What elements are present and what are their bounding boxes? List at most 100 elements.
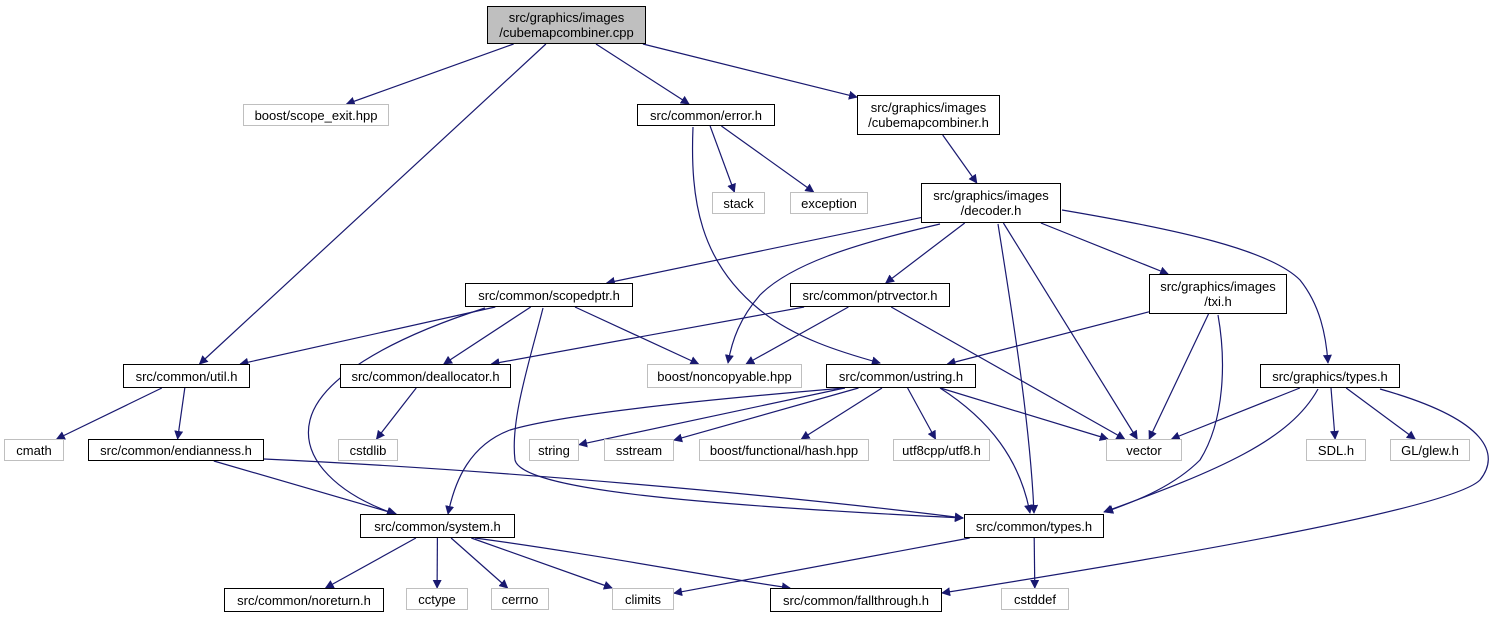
node-cubemap-h[interactable]: src/graphics/images/cubemapcombiner.h [857,95,1000,135]
edge-txi-h-to-ctypes-h [1104,314,1223,514]
edge-ustring-h-to-ctypes-h [939,387,1033,514]
node-label-line: utf8cpp/utf8.h [902,442,981,458]
edge-root-to-scope-exit [345,43,514,106]
node-gtypes-h[interactable]: src/graphics/types.h [1260,364,1400,388]
node-label-line: cstddef [1014,591,1056,607]
node-util-h[interactable]: src/common/util.h [123,364,250,388]
node-endianness-h[interactable]: src/common/endianness.h [88,439,264,461]
node-label-line: boost/scope_exit.hpp [254,107,378,123]
node-system-h[interactable]: src/common/system.h [360,514,515,538]
edge-ustring-h-to-utf8 [907,387,937,440]
node-label-line: climits [624,591,662,607]
node-scope-exit: boost/scope_exit.hpp [243,104,389,126]
edge-txi-h-to-vector [1148,313,1210,440]
node-exception: exception [790,192,868,214]
node-label-line: src/common/ptrvector.h [802,287,938,303]
edge-gtypes-h-to-fallthrough-h [941,388,1489,597]
node-utf8: utf8cpp/utf8.h [893,439,990,461]
edge-ustring-h-to-system-h [445,387,846,515]
edge-system-h-to-noreturn-h [324,537,417,589]
node-label-line: src/common/fallthrough.h [783,592,929,608]
node-hash: boost/functional/hash.hpp [699,439,869,461]
node-fallthrough-h[interactable]: src/common/fallthrough.h [770,588,942,612]
node-label-line: src/common/ustring.h [838,368,964,384]
edge-scopedptr-h-to-system-h [307,307,486,516]
edge-error-h-to-stack [709,125,736,193]
node-scopedptr-h[interactable]: src/common/scopedptr.h [465,283,633,307]
edge-ptrvector-h-to-vector [890,306,1126,440]
edge-error-h-to-exception [721,125,815,193]
node-ustring-h[interactable]: src/common/ustring.h [826,364,976,388]
edge-endianness-h-to-system-h [213,460,398,517]
node-label-line: src/common/system.h [374,518,501,534]
edge-decoder-h-to-noncopyable [724,223,941,364]
edge-system-h-to-cerrno [450,537,509,589]
node-deallocator-h[interactable]: src/common/deallocator.h [340,364,511,388]
edge-system-h-to-climits [471,537,613,590]
edge-util-h-to-cmath [55,387,163,440]
node-cctype: cctype [406,588,468,610]
edge-root-to-cubemap-h [642,43,858,100]
edge-decoder-h-to-gtypes-h [1061,209,1332,364]
node-error-h[interactable]: src/common/error.h [637,104,775,126]
edge-root-to-util-h [198,43,547,365]
edge-cubemap-h-to-decoder-h [942,134,978,184]
node-label-line: string [538,442,570,458]
node-label-line: src/common/types.h [975,518,1093,534]
edge-scopedptr-h-to-util-h [239,306,496,367]
node-root[interactable]: src/graphics/images/cubemapcombiner.cpp [487,6,646,44]
node-climits: climits [612,588,674,610]
edge-decoder-h-to-txi-h [1040,222,1169,276]
node-label-line: GL/glew.h [1401,442,1459,458]
node-label-line: sstream [615,442,663,458]
node-cerrno: cerrno [491,588,549,610]
edge-ptrvector-h-to-deallocator-h [490,306,805,367]
node-cmath: cmath [4,439,64,461]
edge-scopedptr-h-to-ctypes-h [513,307,964,523]
node-label-line: boost/noncopyable.hpp [657,368,792,384]
node-label-line: src/common/scopedptr.h [478,287,620,303]
edge-txi-h-to-ustring-h [946,311,1150,367]
node-decoder-h[interactable]: src/graphics/images/decoder.h [921,183,1061,223]
node-label-line: src/common/noreturn.h [237,592,371,608]
edge-ctypes-h-to-cstddef [1030,537,1040,589]
node-label-line: cstdlib [349,442,387,458]
node-label-line: cctype [418,591,456,607]
edge-gtypes-h-to-vector [1170,387,1301,441]
node-label-line: src/common/util.h [135,368,238,384]
node-label-line: src/graphics/images [1160,279,1276,294]
node-stack: stack [712,192,765,214]
node-ctypes-h[interactable]: src/common/types.h [964,514,1104,538]
edge-util-h-to-endianness-h [174,387,186,440]
edge-decoder-h-to-vector [1002,222,1138,440]
edge-ustring-h-to-hash [800,387,883,440]
edge-decoder-h-to-ctypes-h [997,223,1039,514]
node-label-line: boost/functional/hash.hpp [709,442,859,458]
node-label-line: /decoder.h [960,203,1022,218]
node-label-line: src/graphics/images [508,10,625,25]
edge-ctypes-h-to-climits [673,537,970,597]
node-sdl: SDL.h [1306,439,1366,461]
node-label-line: stack [723,195,754,211]
edge-system-h-to-fallthrough-h [474,537,791,592]
edge-decoder-h-to-scopedptr-h [605,217,922,286]
edge-gtypes-h-to-glew [1345,387,1416,440]
node-string: string [529,439,579,461]
edge-ptrvector-h-to-noncopyable [745,306,849,365]
edge-gtypes-h-to-ctypes-h [1103,388,1319,514]
node-cstddef: cstddef [1001,588,1069,610]
node-noreturn-h[interactable]: src/common/noreturn.h [224,588,384,612]
node-label-line: src/graphics/images [870,100,987,115]
node-vector: vector [1106,439,1182,461]
node-ptrvector-h[interactable]: src/common/ptrvector.h [790,283,950,307]
node-noncopyable: boost/noncopyable.hpp [647,364,802,388]
node-cstdlib: cstdlib [338,439,398,461]
node-label-line: src/graphics/images [933,188,1049,203]
node-txi-h[interactable]: src/graphics/images/txi.h [1149,274,1287,314]
node-label-line: src/graphics/types.h [1272,368,1388,384]
node-label-line: exception [801,195,857,211]
node-label-line: vector [1126,442,1162,458]
node-label-line: /cubemapcombiner.h [868,115,989,130]
